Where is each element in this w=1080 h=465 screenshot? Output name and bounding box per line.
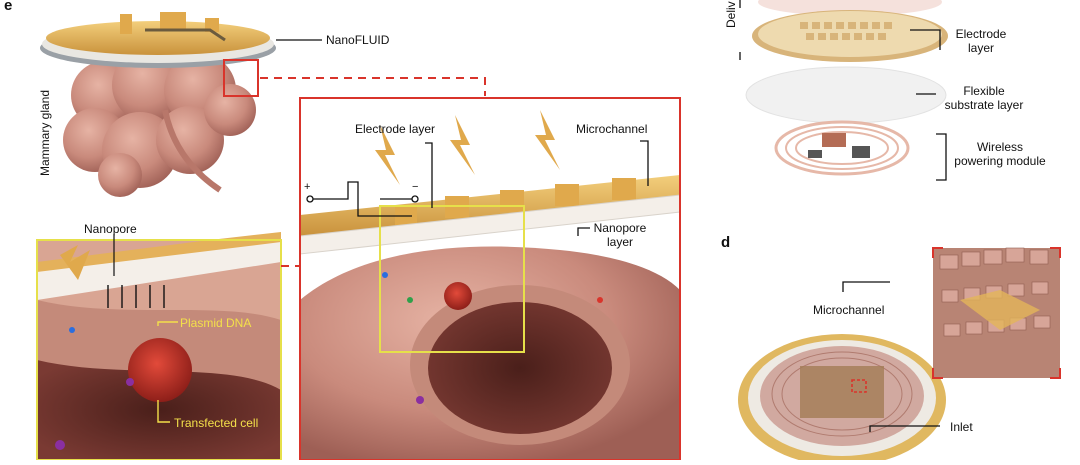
nanopore-inset — [37, 232, 281, 460]
implant-device-illustration — [738, 334, 946, 465]
mammary-gland-illustration — [63, 47, 256, 197]
plasmid-dna-label: Plasmid DNA — [180, 316, 252, 330]
nanopore-layer-line-2: layer — [606, 235, 633, 249]
wireless-powering-line-2: powering module — [954, 154, 1046, 168]
polarity-minus: − — [412, 181, 419, 193]
transfected-cell-label: Transfected cell — [174, 416, 259, 430]
electric-pulse-symbol — [306, 181, 419, 217]
mammary-gland-label: Mammary gland — [38, 89, 52, 176]
polarity-plus: + — [304, 181, 311, 193]
partial-vertical-label: Deliv — [724, 1, 738, 28]
tissue-cross-section-inset — [299, 98, 681, 460]
wireless-powering-label: Wireless powering module — [952, 140, 1048, 168]
device-layer-stack — [745, 0, 948, 176]
microchannel-zoom-inset — [933, 247, 1060, 378]
flexible-substrate-label: Flexible substrate layer — [938, 84, 1030, 112]
panel-d-letter: d — [721, 234, 731, 251]
nanopore-layer-label: Nanopore layer — [592, 221, 648, 249]
nanofluid-device-top — [40, 12, 276, 68]
nanopore-label: Nanopore — [84, 222, 137, 236]
inlet-label: Inlet — [950, 420, 973, 434]
zoom-inset-corners — [932, 247, 1061, 379]
microchannel-label: Microchannel — [576, 122, 648, 136]
electrode-layer-label-c: Electrode layer — [946, 27, 1016, 55]
electrode-layer-line-2: layer — [967, 41, 994, 55]
electrode-layer-label: Electrode layer — [355, 122, 436, 136]
microchannel-label-d: Microchannel — [813, 303, 885, 317]
nanofluid-label: NanoFLUID — [326, 33, 390, 47]
flexible-substrate-line-1: Flexible — [963, 84, 1005, 98]
flexible-substrate-line-2: substrate layer — [944, 98, 1024, 112]
panel-e-letter: e — [4, 0, 13, 14]
electrode-layer-line-1: Electrode — [955, 27, 1007, 41]
wireless-powering-line-1: Wireless — [976, 140, 1023, 154]
nanopore-layer-line-1: Nanopore — [593, 221, 647, 235]
